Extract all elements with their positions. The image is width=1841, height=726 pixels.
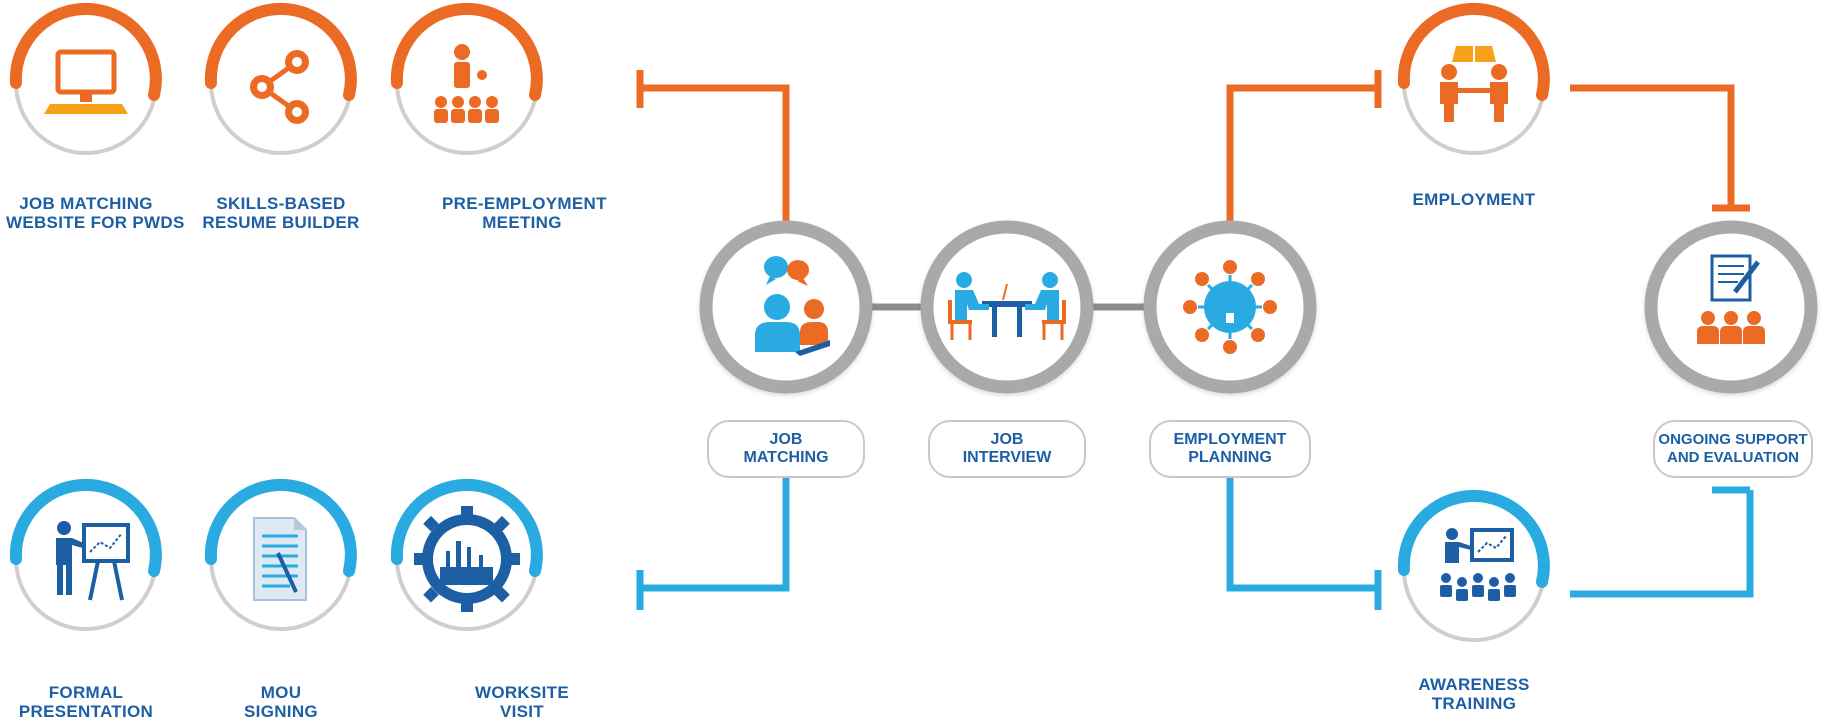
- pill-employment-planning: EMPLOYMENT PLANNING: [1149, 420, 1311, 478]
- label-line: SKILLS-BASED: [216, 194, 346, 213]
- monitor-icon: [44, 49, 128, 114]
- connector-pre-employment-to-job-matching: [640, 84, 790, 222]
- document-icon: [253, 517, 307, 601]
- label-worksite-visit: WORKSITE VISIT: [467, 683, 577, 721]
- label-line: WEBSITE FOR PWDS: [6, 213, 185, 232]
- pill-line: JOB: [990, 431, 1024, 448]
- share-icon: [250, 50, 309, 124]
- hub-ongoing-support: [1644, 220, 1818, 394]
- label-line: AWARENESS: [1418, 675, 1530, 694]
- evaluation-icon: [1697, 254, 1765, 344]
- pill-line: JOB: [769, 431, 803, 448]
- node-awareness-training: [1397, 489, 1550, 642]
- pill-line: INTERVIEW: [962, 449, 1052, 466]
- presentation-icon: [56, 521, 130, 601]
- meeting-icon: [434, 44, 499, 123]
- chat-people-icon: [755, 256, 830, 356]
- label-awareness-training: AWARENESS TRAINING: [1414, 675, 1534, 713]
- pill-ongoing-support: ONGOING SUPPORT AND EVALUATION: [1653, 420, 1813, 478]
- pill-line: MATCHING: [743, 449, 829, 466]
- label-mou-signing: MOU SIGNING: [226, 683, 336, 721]
- node-formal-presentation: [9, 478, 162, 631]
- hub-job-interview: [920, 220, 1094, 394]
- connector-planning-to-awareness: [1226, 478, 1378, 592]
- pill-line: PLANNING: [1188, 449, 1272, 466]
- network-icon: [1183, 260, 1277, 354]
- label-line: SIGNING: [244, 702, 318, 721]
- label-pre-employment-meeting: PRE-EMPLOYMENT MEETING: [442, 194, 607, 232]
- label-formal-presentation: FORMAL PRESENTATION: [16, 683, 156, 721]
- pill-line: EMPLOYMENT: [1173, 431, 1287, 448]
- connector-awareness-to-ongoing-support: [1570, 490, 1754, 598]
- pill-job-matching: JOB MATCHING: [707, 420, 865, 478]
- connector-lines: [636, 70, 1754, 610]
- pill-line: AND EVALUATION: [1667, 449, 1799, 466]
- label-line: VISIT: [499, 702, 544, 721]
- label-resume-builder: SKILLS-BASED RESUME BUILDER: [201, 194, 361, 232]
- handshake-icon: [1440, 46, 1508, 122]
- node-worksite-visit: [390, 478, 543, 631]
- node-employment: [1397, 2, 1550, 155]
- label-line: PRE-EMPLOYMENT: [442, 194, 607, 213]
- label-line: FORMAL: [48, 683, 124, 702]
- label-line: PRESENTATION: [18, 702, 154, 721]
- label-line: JOB MATCHING: [19, 194, 153, 213]
- node-mou-signing: [204, 478, 357, 631]
- label-employment: EMPLOYMENT: [1402, 190, 1546, 209]
- hub-job-matching: [699, 220, 873, 394]
- node-pre-employment-meeting: [390, 2, 543, 155]
- connector-planning-to-employment: [1226, 84, 1378, 222]
- label-line: MEETING: [482, 213, 562, 232]
- pill-job-interview: JOB INTERVIEW: [928, 420, 1086, 478]
- label-line: MOU: [260, 683, 302, 702]
- pill-line: ONGOING SUPPORT: [1658, 431, 1808, 448]
- label-line: WORKSITE: [474, 683, 569, 702]
- label-line: RESUME BUILDER: [202, 213, 360, 232]
- node-resume-builder: [204, 2, 357, 155]
- connector-employment-to-ongoing-support: [1570, 84, 1735, 208]
- interview-icon: [948, 272, 1066, 340]
- training-icon: [1440, 528, 1516, 601]
- hub-employment-planning: [1143, 220, 1317, 394]
- label-job-matching-website: JOB MATCHING WEBSITE FOR PWDS: [6, 194, 185, 232]
- factory-gear-icon: [414, 506, 520, 612]
- node-job-matching-website: [9, 2, 162, 155]
- label-line: TRAINING: [1431, 694, 1517, 713]
- label-line: EMPLOYMENT: [1412, 190, 1536, 209]
- connector-job-matching-to-worksite: [640, 478, 790, 592]
